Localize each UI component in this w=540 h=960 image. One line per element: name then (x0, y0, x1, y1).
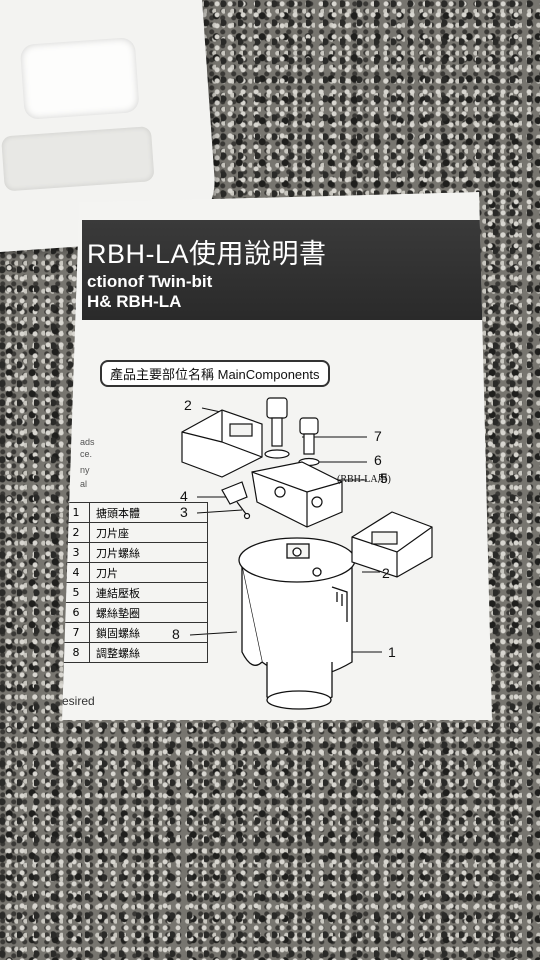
insert-icon (221, 481, 251, 520)
exploded-diagram: (RBH-LA用) (181, 397, 433, 710)
part-name: 刀片 (89, 562, 208, 583)
instruction-sheet: RBH-LA使用說明書 ctionof Twin-bit H& RBH-LA 產… (62, 192, 492, 720)
manual-subtitle-line1: ctionof Twin-bit (87, 272, 213, 291)
part-name: 調整螺絲 (89, 642, 208, 663)
callout-7: 7 (374, 428, 382, 444)
manual-subtitle-line2: H& RBH-LA (87, 292, 182, 311)
part-number: 5 (62, 582, 90, 603)
part-number: 6 (62, 602, 90, 623)
foam-cavity-lower (1, 126, 155, 192)
part-name: 搪頭本體 (89, 502, 208, 523)
margin-text-3: ny (80, 465, 90, 475)
header-band (82, 220, 492, 320)
callout-6: 6 (374, 452, 382, 468)
part-name: 刀片座 (89, 522, 208, 543)
callout-2b: 2 (382, 565, 390, 581)
boring-head-body-icon (238, 537, 356, 710)
callout-5: 5 (380, 470, 388, 486)
part-number: 8 (62, 642, 90, 663)
part-name: 螺絲墊圈 (89, 602, 208, 623)
callout-1: 1 (388, 644, 396, 660)
part-name: 刀片螺絲 (89, 542, 208, 563)
footer-text: esired (62, 694, 95, 708)
margin-text-1: ads (80, 437, 95, 447)
manual-title: RBH-LA使用說明書 (87, 239, 327, 269)
main-components-label: 產品主要部位名稱 MainComponents (100, 360, 330, 387)
part-number: 7 (62, 622, 90, 643)
foam-cavity (19, 37, 140, 120)
part-name: 鎖固螺絲 (89, 622, 208, 643)
margin-text-2: ce. (80, 449, 93, 459)
part-name: 連結壓板 (89, 582, 208, 603)
callout-4: 4 (180, 488, 188, 504)
diagram-note: (RBH-LA用) (337, 474, 391, 485)
connecting-clamp-plate-icon (251, 461, 343, 528)
locking-screw-icon (266, 397, 319, 455)
callout-2: 2 (184, 397, 192, 413)
cutter-seat-icon (181, 409, 263, 478)
cutter-seat-right-icon (351, 511, 433, 578)
margin-text-4: al (80, 479, 88, 489)
